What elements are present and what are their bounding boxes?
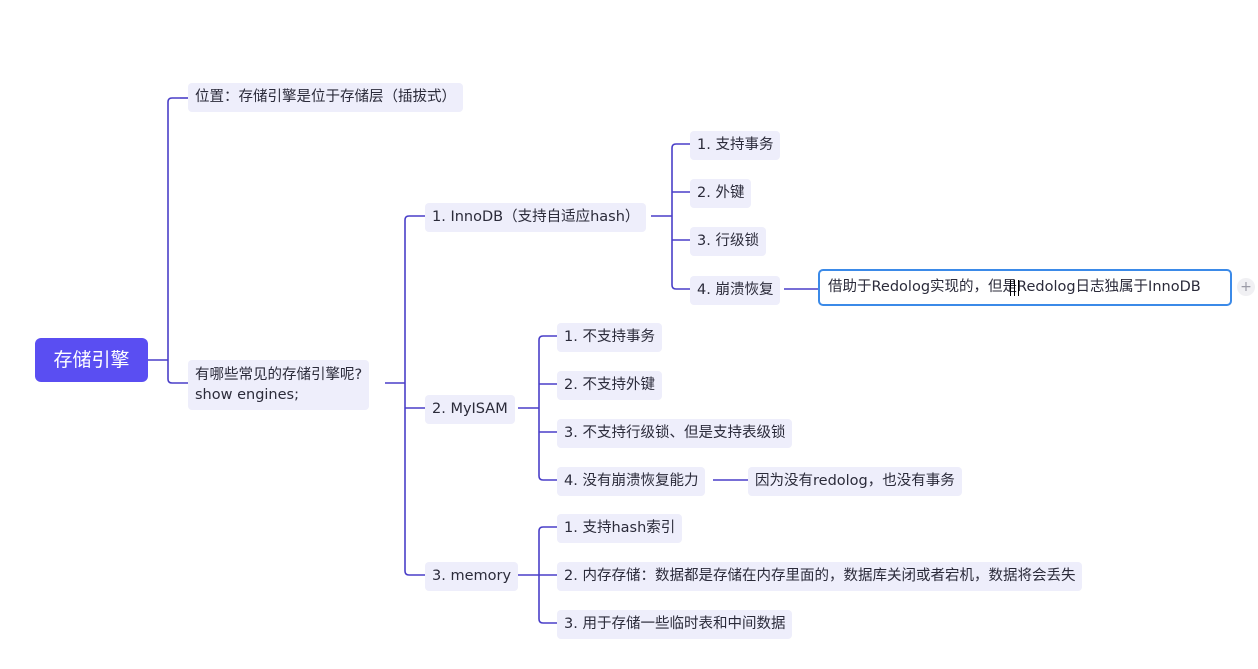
text-cursor-icon: [1010, 280, 1019, 296]
node-innodb-transactions[interactable]: 1. 支持事务: [690, 131, 781, 160]
node-myisam-no-transactions[interactable]: 1. 不支持事务: [557, 323, 662, 352]
node-memory-in-memory-storage[interactable]: 2. 内存存储：数据都是存储在内存里面的，数据库关闭或者宕机，数据将会丢失: [557, 562, 1083, 591]
node-common-engines-question: 有哪些常见的存储引擎呢?: [195, 367, 363, 383]
node-myisam[interactable]: 2. MyISAM: [425, 395, 515, 424]
node-myisam-redolog-note[interactable]: 因为没有redolog，也没有事务: [748, 467, 962, 496]
node-memory[interactable]: 3. memory: [425, 562, 519, 591]
node-engine-position[interactable]: 位置：存储引擎是位于存储层（插拔式）: [188, 83, 463, 112]
node-common-engines[interactable]: 有哪些常见的存储引擎呢? show engines;: [188, 360, 370, 410]
node-innodb-redolog-note[interactable]: 借助于Redolog实现的，但是Redolog日志独属于InnoDB: [818, 269, 1232, 306]
node-myisam-table-lock[interactable]: 3. 不支持行级锁、但是支持表级锁: [557, 419, 793, 448]
node-innodb-crash-recovery[interactable]: 4. 崩溃恢复: [690, 276, 781, 305]
root-node-storage-engine[interactable]: 存储引擎: [35, 338, 148, 382]
node-myisam-no-foreign-keys[interactable]: 2. 不支持外键: [557, 371, 662, 400]
node-innodb[interactable]: 1. InnoDB（支持自适应hash）: [425, 203, 647, 232]
add-node-plus-icon[interactable]: +: [1237, 278, 1255, 296]
node-common-engines-command: show engines;: [195, 387, 299, 403]
node-innodb-row-lock[interactable]: 3. 行级锁: [690, 227, 766, 256]
node-innodb-foreign-keys[interactable]: 2. 外键: [690, 179, 752, 208]
node-memory-temp-tables[interactable]: 3. 用于存储一些临时表和中间数据: [557, 610, 793, 639]
node-memory-hash-index[interactable]: 1. 支持hash索引: [557, 514, 683, 543]
node-myisam-no-crash-recovery[interactable]: 4. 没有崩溃恢复能力: [557, 467, 706, 496]
